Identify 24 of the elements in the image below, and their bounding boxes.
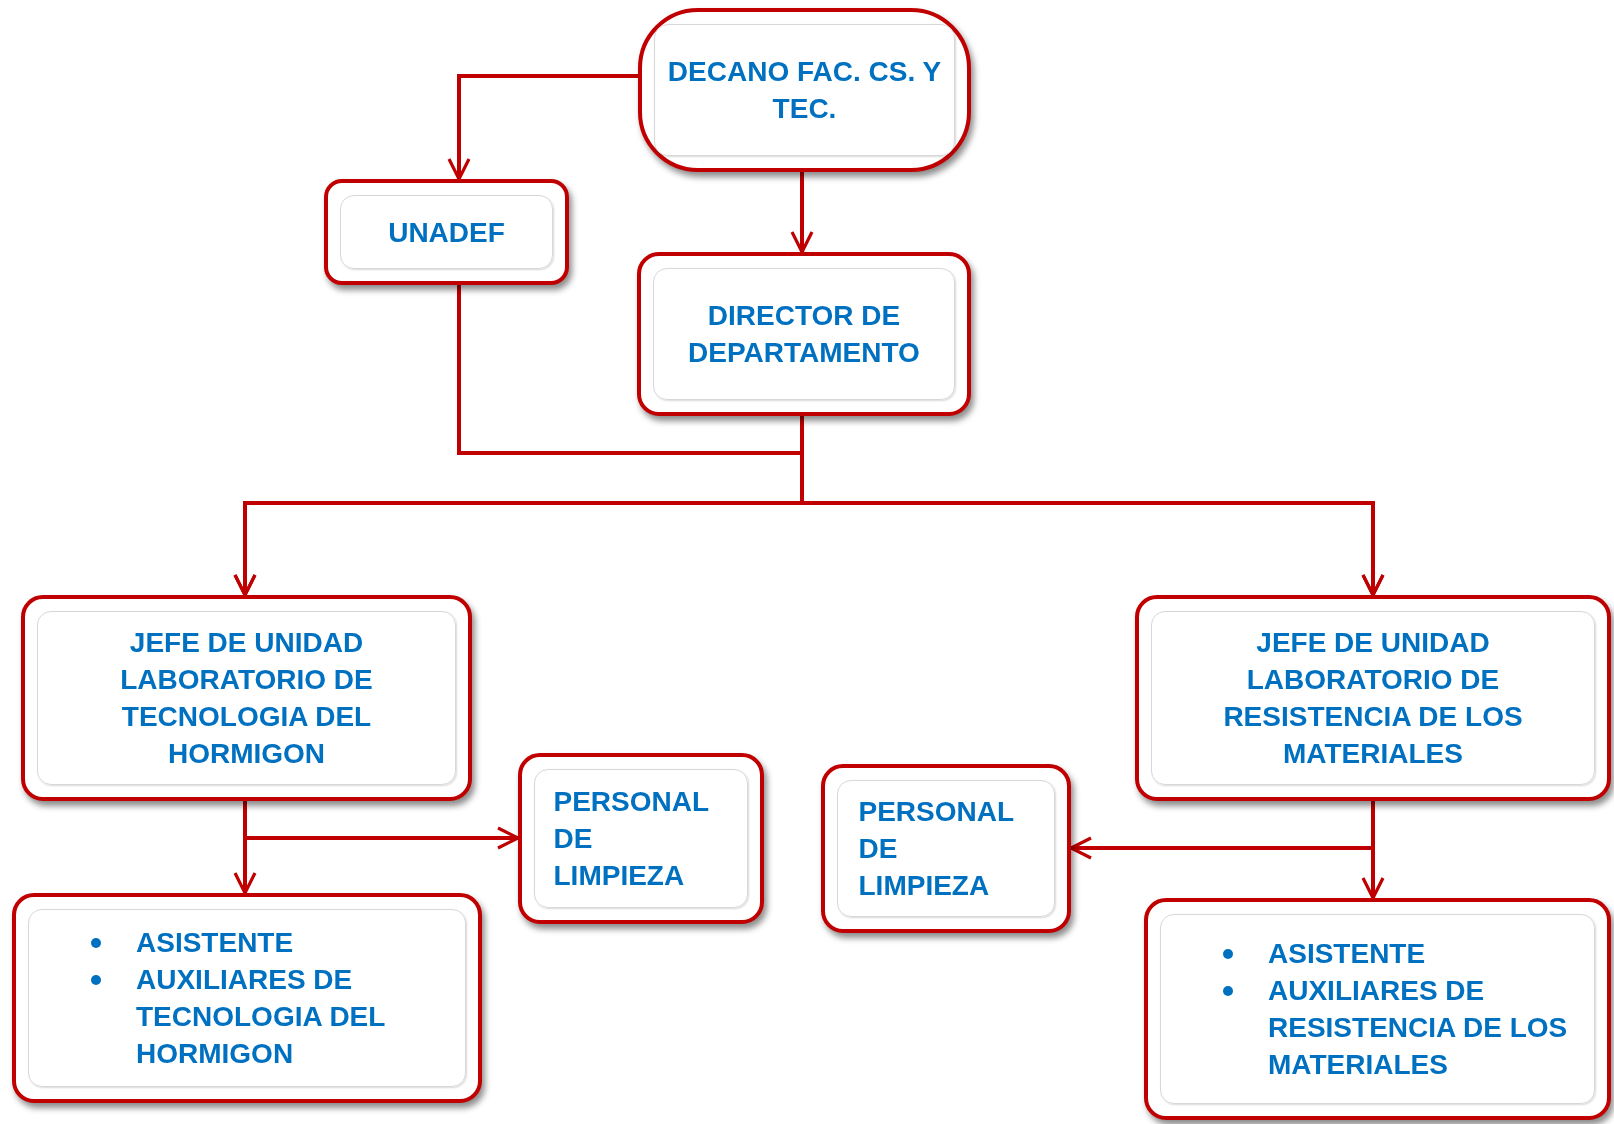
connector-arrow (790, 172, 814, 254)
org-box (21, 595, 472, 801)
box-label: JEFE DE UNIDAD LABORATORIO DE RESISTENCIA DE LOS MATERIALES (1222, 626, 1524, 771)
org-box (821, 764, 1071, 933)
list-item: ASISTENTE (136, 926, 294, 960)
org-box (12, 893, 482, 1103)
org-box (1144, 898, 1611, 1120)
list-item: AUXILIARES DE RESISTENCIA DE LOS MATERIALES (1268, 974, 1569, 1082)
list-item: ASISTENTE (1268, 937, 1426, 971)
connector-arrow (447, 74, 638, 181)
connector-arrow (243, 801, 520, 850)
box-label: DECANO FAC. CS. Y TEC. (666, 55, 943, 126)
org-box (1135, 595, 1611, 801)
box-label: DIRECTOR DE DEPARTAMENTO (687, 299, 921, 370)
org-box (638, 8, 971, 172)
connector-arrow (1069, 801, 1375, 860)
box-label: PERSONAL DE LIMPIEZA (553, 785, 710, 893)
org-box (637, 252, 971, 416)
list-item: AUXILIARES DE TECNOLOGIA DEL HORMIGON (136, 963, 386, 1071)
box-label: JEFE DE UNIDAD LABORATORIO DE TECNOLOGIA DEL HORMIGON (119, 626, 374, 771)
box-label: PERSONAL DE LIMPIEZA (858, 795, 1015, 903)
box-label: UNADEF (388, 215, 505, 250)
org-box (324, 179, 569, 285)
org-box (518, 753, 764, 924)
